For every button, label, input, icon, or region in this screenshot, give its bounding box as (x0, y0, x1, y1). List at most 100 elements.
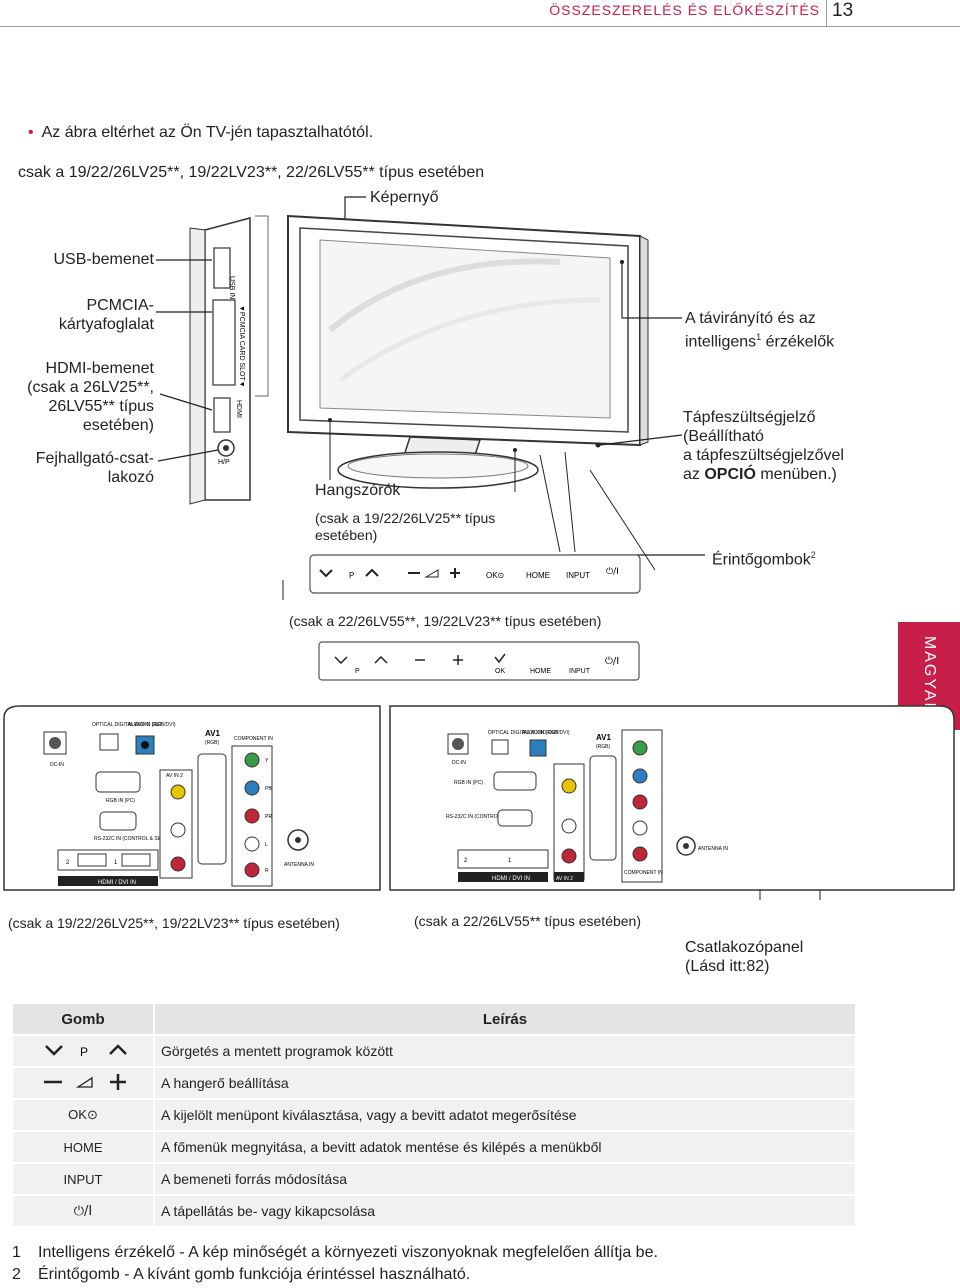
rl-avin2: AV IN 2 (166, 773, 183, 779)
strip1-power: ⏻/I (606, 566, 619, 577)
remote-line2b: érzékelők (761, 333, 835, 351)
rl-antenna: ANTENNA IN (284, 862, 314, 868)
strip2-power: ⏻/I (605, 656, 619, 667)
rl-pr: PR (265, 814, 272, 820)
speakers-note-line2: esetében) (315, 527, 378, 543)
power-indicator-label: Tápfeszültségjelző (Beállítható a tápfes… (683, 408, 844, 484)
footnote-2-num: 2 (12, 1266, 21, 1283)
rl-n1: 1 (114, 860, 118, 866)
key-volume (13, 1068, 153, 1098)
table-row: P Görgetés a mentett programok között (13, 1036, 855, 1066)
power-line2: (Beállítható (683, 428, 764, 445)
power-line4b: OPCIÓ (704, 466, 756, 483)
headphone-line2: lakozó (107, 469, 154, 486)
key-power: ⏻/I (13, 1196, 153, 1226)
pcmcia-line2: kártyafoglalat (58, 316, 154, 333)
key-input: INPUT (13, 1164, 153, 1194)
table-header: Gomb Leírás (13, 1004, 855, 1034)
rr-component: COMPONENT IN (624, 870, 663, 876)
table-row: HOME A főmenük megnyitása, a bevitt adat… (13, 1132, 855, 1162)
hdmi-line1: HDMI-bemenet (45, 360, 154, 377)
power-line4a: az (683, 466, 705, 483)
desc-channel: Görgetés a mentett programok között (155, 1036, 855, 1066)
usb-label: USB-bemenet (53, 251, 155, 268)
touch-sup: 2 (810, 550, 816, 560)
ch-up-icon (365, 568, 379, 577)
strip2-home: HOME (530, 668, 551, 675)
panel-line1: Csatlakozópanel (685, 939, 804, 956)
model-line-mid: (csak a 22/26LV55**, 19/22LV23** típus e… (289, 613, 602, 629)
pcmcia-line1: PCMCIA- (86, 297, 154, 314)
rl-l: L (265, 842, 268, 848)
ch-down-icon (319, 569, 333, 578)
hdmi-label: HDMI-bemenet (csak a 26LV25**, 26LV55** tí… (14, 359, 154, 435)
model-line-right: (csak a 22/26LV55** típus esetében) (414, 913, 642, 929)
rl-rs232: RS-232C IN (CONTROL & SERVICE) (94, 836, 178, 842)
headphone-label: Fejhallgató-csat-lakozó (14, 449, 154, 487)
remote-sup: 1 (756, 332, 762, 342)
desc-power: A tápellátás be- vagy kikapcsolása (155, 1196, 855, 1226)
panel-line2: (Lásd itt:82) (685, 958, 770, 975)
touch-strip-2: P OK HOME INPUT ⏻/I (318, 641, 640, 681)
rl-audioin: AUDIO IN (RGB/DVI) (128, 722, 176, 728)
col-button: Gomb (13, 1004, 153, 1034)
header-separator (826, 0, 827, 26)
channel-icons: P (45, 1043, 127, 1059)
pcmcia-label: PCMCIA-kártyafoglalat (20, 296, 154, 334)
rl-rgbin: RGB IN (PC) (106, 798, 135, 804)
desc-ok: A kijelölt menüpont kiválasztása, vagy a… (155, 1100, 855, 1130)
volume-icons (44, 1073, 126, 1090)
key-channel: P (13, 1036, 153, 1066)
ch-down-icon-2 (334, 656, 348, 665)
rr-rs232: RS-232C IN (CONTROL & SERVICE) (446, 814, 530, 820)
remote-sensor-label: A távirányító és az intelligens1 érzékel… (685, 309, 834, 351)
rl-pb: PB (265, 786, 272, 792)
strip1-p: P (349, 571, 354, 580)
rr-av1: AV1 (596, 733, 612, 742)
headphone-line1: Fejhallgató-csat- (35, 450, 154, 467)
strip2-ok: OK (495, 668, 505, 675)
model-line-left: (csak a 19/22/26LV25**, 19/22LV23** típu… (8, 915, 340, 931)
table-row: A hangerő beállítása (13, 1068, 855, 1098)
rr-avin2: AV IN 2 (556, 876, 573, 882)
table-row: OK⊙ A kijelölt menüpont kiválasztása, va… (13, 1100, 855, 1130)
table-row: ⏻/I A tápellátás be- vagy kikapcsolása (13, 1196, 855, 1226)
page-number: 13 (832, 0, 854, 21)
note-text: Az ábra eltérhet az Ön TV-jén tapasztalh… (41, 124, 374, 141)
rl-hdmi: HDMI / DVI IN (98, 880, 136, 886)
hdmi-line3: 26LV55** típus (48, 398, 154, 415)
rl-av1: AV1 (205, 729, 221, 738)
footnote-1-text: Intelligens érzékelő - A kép minőségét a… (38, 1244, 658, 1261)
hdmi-line2: (csak a 26LV25**, (27, 379, 154, 396)
rl-component: COMPONENT IN (234, 736, 273, 742)
rr-hdmi: HDMI / DVI IN (492, 876, 530, 882)
rr-audioin: AUDIO IN (RGB/DVI) (522, 730, 570, 736)
hdmi-line4: esetében) (82, 417, 154, 434)
touch-strip-1: P OK⊙ HOME INPUT ⏻/I (309, 554, 641, 594)
rl-y: Y (265, 758, 269, 764)
note-bullet: • Az ábra eltérhet az Ön TV-jén tapasztal… (28, 124, 373, 142)
section-title: ÖSSZESZERELÉS ÉS ELŐKÉSZÍTÉS (549, 2, 820, 18)
volume-icon (424, 569, 439, 578)
table-row: INPUT A bemeneti forrás módosítása (13, 1164, 855, 1194)
strip1-home: HOME (526, 571, 550, 580)
key-p: P (80, 1045, 88, 1059)
strip2-p: P (355, 668, 360, 675)
chevron-up-icon (109, 1043, 127, 1055)
rr-dcin: DC-IN (452, 760, 466, 766)
rr-n1: 1 (508, 858, 512, 864)
rr-n2: 2 (464, 858, 468, 864)
volume-icon (75, 1076, 93, 1088)
header-rule (0, 26, 960, 27)
bullet-icon: • (28, 124, 34, 141)
hp-text: H/P (218, 459, 230, 466)
screen-label: Képernyő (370, 189, 439, 206)
remote-line1: A távirányító és az (685, 310, 816, 327)
rl-dcin: DC-IN (50, 762, 64, 768)
rr-optical: OPTICAL DIGITAL AUDIO OUT (488, 730, 558, 736)
ch-up-icon-2 (374, 655, 388, 664)
rr-rgbin: RGB IN (PC) (454, 780, 483, 786)
chevron-down-icon (45, 1044, 63, 1056)
